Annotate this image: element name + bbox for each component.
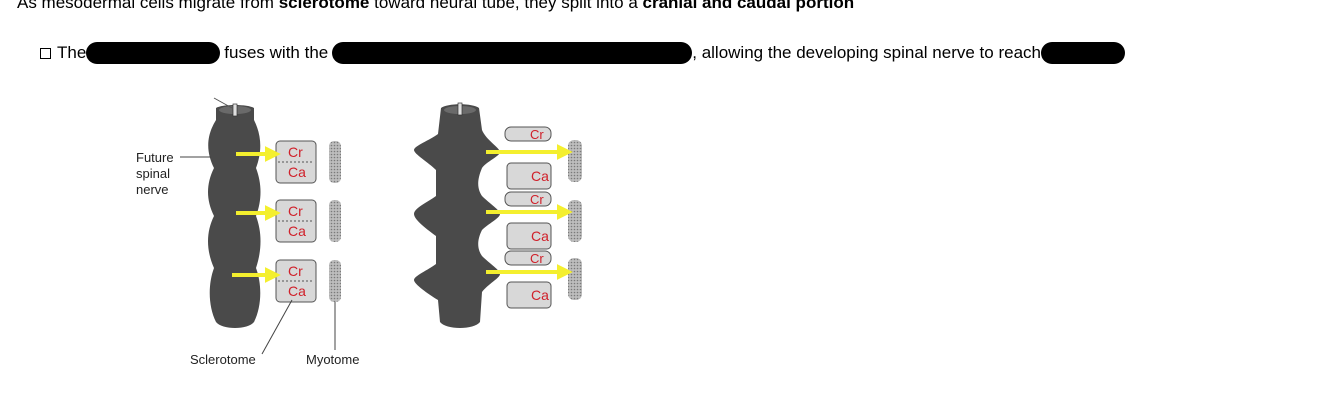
label-spinal: spinal: [136, 166, 170, 181]
vertebra-cr: Cr: [505, 192, 551, 207]
vertebra-ca: Ca: [507, 282, 551, 308]
myotome-block: [568, 258, 582, 300]
vertebra-ca: Ca: [507, 223, 551, 249]
svg-text:Ca: Ca: [531, 228, 549, 244]
svg-text:Cr: Cr: [530, 127, 544, 142]
svg-text:Ca: Ca: [531, 168, 549, 184]
svg-text:Cr: Cr: [530, 251, 544, 266]
label-myotome: Myotome: [306, 352, 359, 367]
myotome-block: [329, 141, 341, 183]
label-nerve: nerve: [136, 182, 169, 197]
sclerotome-block: Cr Ca: [276, 200, 316, 242]
svg-text:Ca: Ca: [288, 164, 306, 180]
label-future: Future: [136, 150, 174, 165]
svg-text:Cr: Cr: [288, 263, 303, 279]
svg-text:Cr: Cr: [288, 203, 303, 219]
neural-tube-left: [208, 105, 261, 328]
sclerotome-block: Cr Ca: [276, 141, 316, 183]
vertebra-cr: Cr: [505, 251, 551, 266]
sclerotome-block: Cr Ca: [276, 260, 316, 302]
vertebra-cr: Cr: [505, 127, 551, 142]
myotome-block: [329, 260, 341, 302]
label-sclerotome: Sclerotome: [190, 352, 256, 367]
vertebra-ca: Ca: [507, 163, 551, 189]
svg-text:Ca: Ca: [531, 287, 549, 303]
myotome-block: [568, 140, 582, 182]
svg-text:Ca: Ca: [288, 223, 306, 239]
myotome-block: [568, 200, 582, 242]
svg-text:Cr: Cr: [530, 192, 544, 207]
svg-text:Cr: Cr: [288, 144, 303, 160]
myotome-block: [329, 200, 341, 242]
svg-text:Ca: Ca: [288, 283, 306, 299]
neural-tube-right: [414, 104, 500, 328]
